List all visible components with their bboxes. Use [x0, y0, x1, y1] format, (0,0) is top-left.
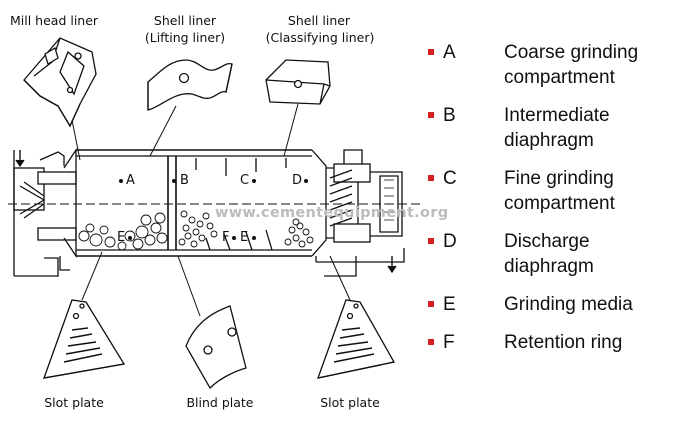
bullet-icon: [428, 238, 434, 244]
label-mill-head-liner: Mill head liner: [10, 13, 99, 28]
blind-plate-part: [177, 255, 247, 390]
grinding-media: [78, 210, 314, 251]
label-shell-liner-class-2: (Classifying liner): [265, 30, 375, 45]
watermark: www.cementequipment.org: [215, 205, 449, 221]
bullet-icon: [428, 339, 434, 345]
legend-letter: E: [443, 294, 456, 315]
label-shell-liner-lifting-1: Shell liner: [153, 13, 217, 28]
legend-letter: F: [443, 332, 455, 353]
mill-shell: [8, 147, 420, 277]
legend-letter: B: [443, 105, 456, 126]
marker-f: F: [222, 230, 230, 245]
label-shell-liner-lifting-2: (Lifting liner): [144, 30, 226, 45]
legend-text: Retention ring: [504, 332, 623, 353]
legend-item: B Intermediate diaphragm: [424, 103, 669, 166]
legend-letter: C: [443, 168, 457, 189]
classifying-liner-part: [265, 59, 331, 157]
slot-plate-right-part: [316, 255, 396, 379]
bullet-icon: [428, 112, 434, 118]
legend-text: Fine grinding compartment: [504, 168, 615, 214]
bullet-icon: [428, 49, 434, 55]
legend-item: A Coarse grinding compartment: [424, 40, 669, 103]
legend-letter: D: [443, 231, 457, 252]
marker-e1: E: [117, 230, 126, 245]
marker-c: C: [240, 173, 250, 188]
legend-item: C Fine grinding compartment: [424, 166, 669, 229]
label-shell-liner-class-1: Shell liner: [287, 13, 351, 28]
label-slot-plate-right: Slot plate: [320, 395, 380, 410]
label-blind-plate: Blind plate: [186, 395, 254, 410]
legend-letter: A: [443, 42, 456, 63]
marker-a: A: [126, 173, 135, 188]
marker-e2: E: [240, 230, 249, 245]
marker-d: D: [292, 173, 303, 188]
legend-item: F Retention ring: [424, 330, 669, 393]
bullet-icon: [428, 301, 434, 307]
legend-text: Discharge diaphragm: [504, 231, 594, 277]
slot-plate-left-part: [43, 251, 126, 379]
legend-text: Intermediate diaphragm: [504, 105, 610, 151]
legend-item: D Discharge diaphragm: [424, 229, 669, 292]
legend-text: Coarse grinding compartment: [504, 42, 639, 88]
mill-head-liner-part: [23, 37, 97, 161]
marker-b: B: [180, 173, 189, 188]
legend-text: Grinding media: [504, 294, 633, 315]
legend: A Coarse grinding compartment B Intermed…: [424, 40, 669, 393]
marker-dots: [119, 179, 308, 240]
label-slot-plate-left: Slot plate: [44, 395, 104, 410]
lifting-liner-part: [147, 59, 233, 157]
legend-item: E Grinding media: [424, 292, 669, 330]
bullet-icon: [428, 175, 434, 181]
